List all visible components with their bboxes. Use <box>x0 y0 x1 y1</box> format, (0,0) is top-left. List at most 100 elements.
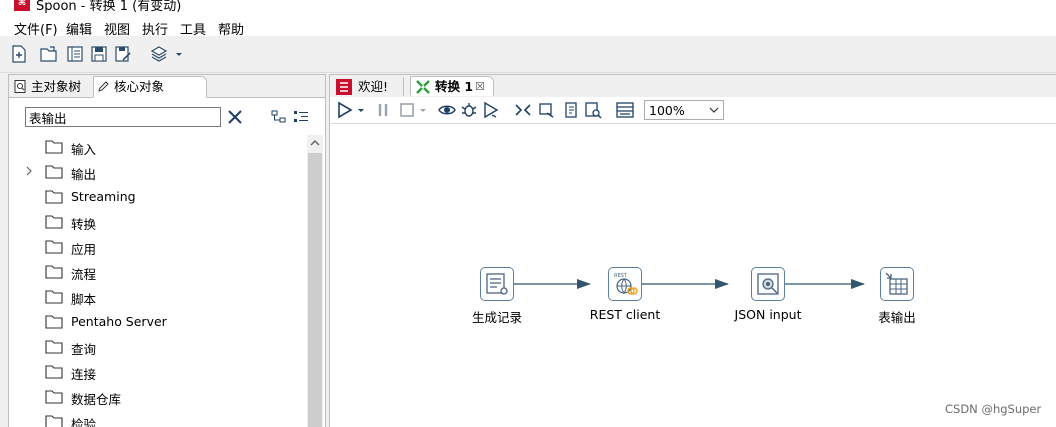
tab-welcome[interactable]: 欢迎! <box>332 77 404 96</box>
tree-item-label: 查询 <box>71 342 97 357</box>
folder-icon <box>45 140 63 154</box>
tree-item-label: 输出 <box>71 167 97 182</box>
tree-item-label: Pentaho Server <box>71 314 167 329</box>
tab-core-objects[interactable]: 核心对象 <box>93 76 207 98</box>
zoom-value: 100% <box>649 103 685 118</box>
menu-bar: 文件(F) 编辑 视图 执行 工具 帮助 <box>0 14 1056 38</box>
run-icon[interactable] <box>336 101 354 119</box>
table-output-icon <box>885 272 908 295</box>
tree-scrollbar[interactable] <box>307 135 323 427</box>
open-folder-icon[interactable] <box>40 45 58 63</box>
layers-dropdown-icon[interactable] <box>174 45 184 63</box>
layers-icon[interactable] <box>150 45 168 63</box>
svg-text:REST: REST <box>614 273 628 279</box>
pause-icon[interactable] <box>374 101 392 119</box>
menu-file[interactable]: 文件(F) <box>14 23 58 38</box>
clear-search-icon[interactable] <box>227 109 243 125</box>
zoom-select[interactable]: 100% <box>644 100 724 120</box>
canvas-toolbar: 100% <box>330 97 1056 124</box>
tree-item-utility[interactable]: 应用 <box>9 235 307 260</box>
spoon-app-icon: ⌘ <box>14 0 30 11</box>
tree-item-flow[interactable]: 流程 <box>9 260 307 285</box>
tree-item-transform[interactable]: 转换 <box>9 210 307 235</box>
tree-item-scripting[interactable]: 脚本 <box>9 285 307 310</box>
folder-icon <box>45 290 63 304</box>
explore-repo-icon[interactable] <box>66 45 84 63</box>
scroll-thumb[interactable] <box>308 153 322 427</box>
menu-view[interactable]: 视图 <box>104 23 131 38</box>
tree-item-label: 连接 <box>71 367 97 382</box>
menu-tools[interactable]: 工具 <box>180 23 207 38</box>
json-input-icon <box>757 273 779 295</box>
step-table-output[interactable] <box>880 267 914 301</box>
tree-item-label: 应用 <box>71 242 97 257</box>
impact-icon[interactable] <box>538 101 556 119</box>
folder-icon <box>45 390 63 404</box>
tree-item-data-warehouse[interactable]: 数据仓库 <box>9 385 307 410</box>
chevron-right-icon[interactable] <box>24 165 34 177</box>
search-input[interactable] <box>25 107 221 127</box>
tree-item-validation[interactable]: 检验 <box>9 410 307 427</box>
right-panel: 欢迎! 转换 1 ☒ 100% <box>329 74 1056 427</box>
folder-icon <box>45 240 63 254</box>
tree-item-streaming[interactable]: Streaming <box>9 185 307 210</box>
close-tab-icon[interactable]: ☒ <box>475 80 485 93</box>
stop-dropdown-icon[interactable] <box>418 101 428 119</box>
watermark: CSDN @hgSuper <box>945 402 1042 416</box>
folder-icon <box>45 215 63 229</box>
preview-icon[interactable] <box>438 101 456 119</box>
window-title: Spoon - 转换 1 (有变动) <box>36 0 182 14</box>
replay-icon[interactable] <box>482 101 500 119</box>
folder-icon <box>45 165 63 179</box>
sql-icon[interactable] <box>562 101 580 119</box>
step-rest-client[interactable]: REST <box>608 267 642 301</box>
scroll-up-icon[interactable] <box>307 135 323 151</box>
step-generate-rows[interactable] <box>480 267 514 301</box>
show-results-icon[interactable] <box>616 101 634 119</box>
tree-item-output[interactable]: 输出 <box>9 160 307 185</box>
chevron-down-icon[interactable] <box>709 105 719 115</box>
folder-icon <box>45 190 63 204</box>
step-json-input[interactable] <box>751 267 785 301</box>
stop-icon[interactable] <box>398 101 416 119</box>
tab-main-tree[interactable]: 主对象树 <box>11 77 112 96</box>
hops-layer <box>514 279 865 289</box>
collapse-all-icon[interactable] <box>293 110 309 124</box>
menu-run[interactable]: 执行 <box>142 23 169 38</box>
tab-welcome-label: 欢迎! <box>358 79 389 94</box>
core-objects-tree: 输入 输出 Streaming 转换 应用 流程 脚本 Pent <box>9 135 307 427</box>
debug-icon[interactable] <box>460 101 478 119</box>
tree-item-label: 检验 <box>71 417 97 427</box>
folder-icon <box>45 365 63 379</box>
main-toolbar <box>0 36 1056 73</box>
transformation-canvas[interactable]: 生成记录 REST REST client JSON input 表输出 <box>330 124 1056 427</box>
menu-help[interactable]: 帮助 <box>218 23 245 38</box>
verify-icon[interactable] <box>514 101 532 119</box>
pencil-icon <box>98 81 109 92</box>
expand-all-icon[interactable] <box>271 110 287 124</box>
tab-core-objects-label: 核心对象 <box>114 79 165 94</box>
title-bar: ⌘ Spoon - 转换 1 (有变动) <box>0 0 1056 14</box>
tree-item-label: Streaming <box>71 189 136 204</box>
search-doc-icon <box>14 80 26 93</box>
tree-item-label: 数据仓库 <box>71 392 122 407</box>
menu-edit[interactable]: 编辑 <box>66 23 93 38</box>
explore-db-icon[interactable] <box>584 101 602 119</box>
run-dropdown-icon[interactable] <box>356 101 366 119</box>
save-icon[interactable] <box>90 45 108 63</box>
tree-item-input[interactable]: 输入 <box>9 135 307 160</box>
tab-transformation-1[interactable]: 转换 1 ☒ <box>410 76 494 96</box>
tree-item-label: 输入 <box>71 142 97 157</box>
tree-item-joins[interactable]: 连接 <box>9 360 307 385</box>
folder-icon <box>45 415 63 427</box>
step-label: 表输出 <box>878 310 916 325</box>
new-file-icon[interactable] <box>10 45 28 63</box>
save-as-icon[interactable] <box>114 45 132 63</box>
folder-icon <box>45 340 63 354</box>
tree-item-lookup[interactable]: 查询 <box>9 335 307 360</box>
tree-item-label: 流程 <box>71 267 97 282</box>
spoon-logo-icon <box>336 79 352 95</box>
tree-item-pentaho-server[interactable]: Pentaho Server <box>9 310 307 335</box>
step-label: 生成记录 <box>471 310 522 325</box>
tree-item-label: 转换 <box>71 217 97 232</box>
